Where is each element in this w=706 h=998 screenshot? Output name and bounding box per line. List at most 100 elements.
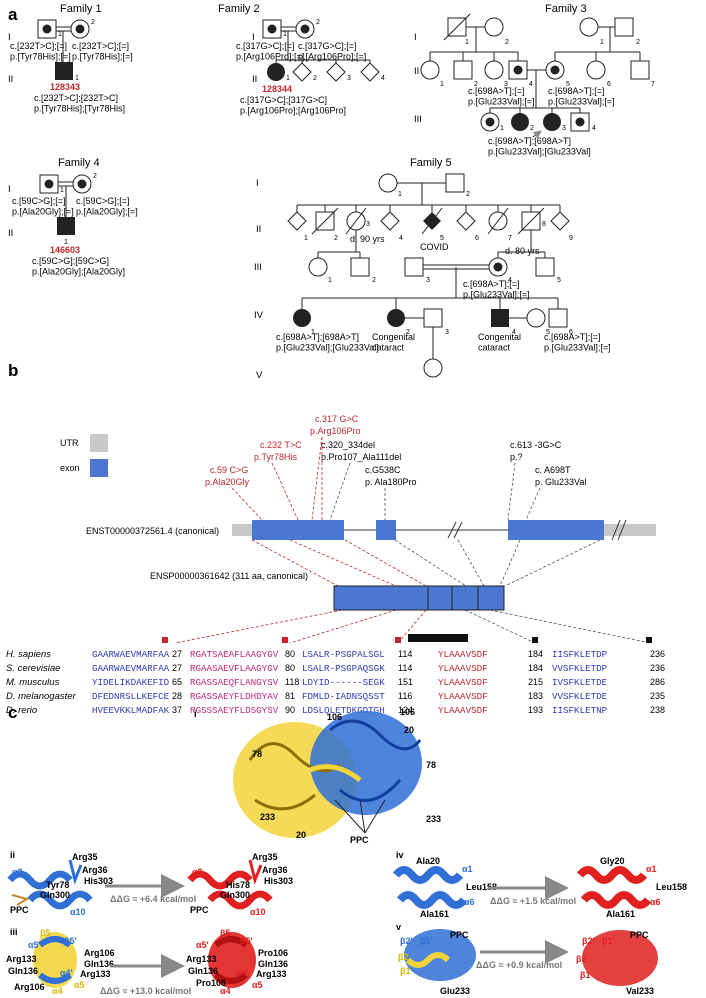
subpanel-label: ii: [10, 850, 15, 860]
ppc-label: PPC: [10, 905, 29, 915]
alignment-position: 151: [398, 677, 413, 687]
alignment-position: 184: [528, 663, 543, 673]
species-label: S. cerevisiae: [6, 663, 60, 674]
IV1-genotype: c.[698A>T];[698A>T]p.[Glu233Val];[Glu233…: [276, 332, 379, 352]
female-symbol: [420, 60, 440, 80]
ddg-label: ΔΔG ≈ +6.4 kcal/mol: [110, 894, 196, 904]
num: 2: [466, 191, 470, 198]
exon: [508, 520, 604, 540]
residue-label: His303: [264, 876, 293, 886]
alignment-segment: YIDELIKDAKEFID: [92, 677, 170, 688]
strand-label: β1': [420, 936, 433, 946]
helix-label: α1: [462, 864, 473, 874]
alignment-segment: RGASSAEQFLANGYSV: [190, 677, 279, 688]
num: 1: [304, 235, 308, 242]
residue-label: Gln300: [40, 890, 70, 900]
proband-symbol: [267, 63, 285, 81]
strand-label: β5': [240, 936, 253, 946]
residue-label: Glu233: [440, 986, 470, 996]
mother-genotype: c.[59C>G];[=]p.[Ala20Gly];[=]: [76, 196, 138, 216]
alignment-segment: YLAAAVSDF: [438, 663, 488, 674]
gen-label: V: [256, 370, 263, 381]
helix-label: α4: [220, 986, 231, 996]
alignment-position: 28: [172, 691, 182, 701]
num: 1: [64, 239, 68, 246]
num: 6: [475, 235, 479, 242]
female-symbol: [378, 173, 398, 193]
num: 5: [566, 81, 570, 88]
alignment-position: 65: [172, 677, 182, 687]
helix-label: α4': [236, 968, 249, 978]
affected-female: [543, 113, 561, 131]
protein-diagram: ENSP00000361642 (311 aa, canonical): [150, 571, 652, 643]
residue-label: Arg35: [252, 852, 278, 862]
residue-label: Gly20: [600, 856, 625, 866]
gen-label: I: [252, 32, 255, 43]
family-1: Family 1 I II 1 2 1 c.[232T>C];[=]p.[Tyr…: [8, 3, 133, 113]
alignment-position: 215: [528, 677, 543, 687]
alignment-segment: IISFKLETDP: [552, 649, 608, 660]
variant-cdna: c.613 -3G>C: [510, 440, 562, 450]
num: 4: [381, 75, 385, 82]
protein-label: ENSP00000361642 (311 aa, canonical): [150, 571, 308, 581]
alignment-position: 80: [285, 649, 295, 659]
strand-label: β2: [398, 952, 409, 962]
family-2-title: Family 2: [218, 3, 260, 15]
age-label: d. 90 yrs: [350, 234, 385, 244]
male-symbol: [453, 60, 473, 80]
carrier-dot: [550, 65, 560, 75]
residue-label: Ala161: [606, 909, 635, 919]
strand-label: β5: [40, 928, 51, 938]
alignment-segment: GAARWAEVMARFAA: [92, 663, 170, 674]
num: 9: [569, 235, 573, 242]
alignment-segment: VVSFKLETDE: [552, 691, 608, 702]
residue-label: Leu158: [656, 882, 687, 892]
variant-protein: p. Glu233Val: [535, 477, 586, 487]
residue-label: Arg133: [6, 954, 37, 964]
protein-bar: [333, 585, 505, 611]
proband-symbol: [57, 217, 75, 235]
variant-cdna: c.G538C: [365, 465, 401, 475]
residue-label: Gln136: [258, 959, 288, 969]
helix-label: α5: [252, 980, 263, 990]
legend: UTR exon: [60, 434, 108, 477]
family-4: Family 4 I II 1 2 1 c.[59C>G];[=]p.[Ala2…: [8, 157, 138, 276]
gen-label: II: [256, 224, 261, 235]
helix-label: α5': [28, 940, 41, 950]
residue-label: 106: [400, 707, 415, 717]
III-genotype: c.[698A>T];[698A>T]p.[Glu233Val];[Glu233…: [488, 136, 591, 156]
subpanel-label: iii: [10, 927, 18, 937]
residue-label: Gln136: [188, 966, 218, 976]
gen-label: III: [254, 262, 262, 273]
alignment-segment: RGATSAEAFLAAGYGV: [190, 649, 279, 660]
num: 3: [347, 75, 351, 82]
alignment-position: 27: [172, 663, 182, 673]
alignment-position: 37: [172, 705, 182, 715]
male-symbol: [445, 173, 465, 193]
subpanel-label: v: [396, 922, 401, 932]
structure-ii: ii Arg35 Arg36 His303 α2 Tyr78 Gln300 PP…: [7, 850, 293, 917]
strand-label: β1: [580, 970, 591, 980]
num: 2: [334, 235, 338, 242]
residue-label: Pro106: [258, 948, 288, 958]
residue-label: Arg133: [80, 969, 111, 979]
num: 2: [372, 277, 376, 284]
family-5: Family 5 I II III IV V 1 2: [254, 157, 611, 381]
strand-label: β1: [400, 966, 411, 976]
alignment-position: 27: [172, 649, 182, 659]
num: 2: [406, 329, 410, 336]
subpanel-label: iv: [396, 850, 404, 860]
ppc-label: PPC: [350, 835, 369, 845]
helix-label: α10: [70, 907, 86, 917]
family-3: Family 3 I II III 1 2 1 2: [414, 3, 655, 156]
num: 1: [440, 81, 444, 88]
gen-label: II: [252, 74, 257, 85]
panel-b-label: b: [8, 361, 18, 380]
utr-5: [232, 524, 252, 536]
father-genotype: c.[317G>C];[=]p.[Arg106Pro];[=]: [236, 41, 304, 61]
transcript-diagram: ENST00000372561.4 (canonical): [86, 519, 656, 541]
male-symbol: [548, 308, 568, 328]
carrier-dot: [75, 24, 85, 34]
family-3-title: Family 3: [545, 3, 587, 15]
